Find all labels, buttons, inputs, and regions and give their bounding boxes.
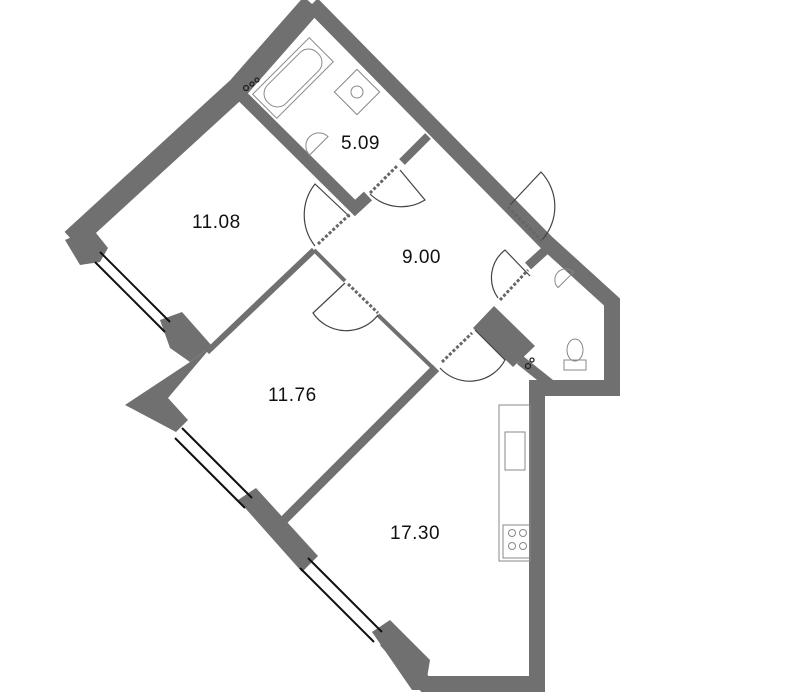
washing-machine-icon bbox=[333, 68, 381, 116]
walls bbox=[64, 0, 620, 692]
door-bedroom-1 bbox=[303, 183, 351, 247]
door-entrance bbox=[509, 171, 556, 241]
kitchen-counter bbox=[498, 404, 531, 562]
kitchen-wall bbox=[280, 364, 440, 524]
door-wc bbox=[490, 249, 531, 299]
door-threshold bbox=[316, 212, 352, 246]
door-threshold bbox=[498, 268, 530, 302]
door-threshold bbox=[506, 205, 545, 244]
window bbox=[174, 437, 246, 509]
doors bbox=[303, 163, 556, 382]
wall-block bbox=[160, 312, 212, 362]
stove-icon bbox=[502, 524, 531, 559]
door-kitchen bbox=[439, 329, 506, 382]
bathroom-wall bbox=[399, 133, 431, 165]
hall-wall bbox=[312, 248, 347, 283]
door-bedroom-2 bbox=[312, 282, 379, 332]
windows bbox=[94, 251, 383, 643]
window bbox=[181, 427, 253, 499]
outer-wall-right bbox=[306, 0, 620, 692]
kitchen-sink-icon bbox=[504, 431, 526, 471]
riser-icon bbox=[242, 77, 535, 370]
bathtub-icon bbox=[251, 36, 335, 120]
window bbox=[99, 251, 171, 323]
door-threshold bbox=[368, 163, 400, 195]
bedroom-1-wall bbox=[204, 247, 317, 355]
room-area-bedroom-1: 11.08 bbox=[192, 212, 241, 233]
outer-wall-top-left bbox=[64, 0, 321, 249]
room-area-bathroom: 5.09 bbox=[341, 133, 380, 154]
wall-block bbox=[238, 488, 318, 572]
window bbox=[94, 261, 166, 333]
door-threshold bbox=[440, 331, 474, 364]
hall-wall bbox=[376, 313, 435, 370]
window bbox=[299, 567, 375, 643]
wall-block bbox=[372, 620, 430, 690]
door-bathroom bbox=[369, 169, 426, 208]
pillar bbox=[473, 306, 535, 367]
sink-icon bbox=[305, 132, 329, 156]
toilet-icon bbox=[563, 338, 587, 371]
door-threshold bbox=[346, 282, 380, 315]
wc-sink-icon bbox=[554, 268, 575, 289]
fixtures bbox=[242, 36, 587, 562]
window bbox=[307, 557, 383, 633]
room-area-kitchen-living: 17.30 bbox=[390, 523, 441, 544]
wc-wall bbox=[524, 242, 554, 270]
room-area-bedroom-2: 11.76 bbox=[268, 385, 317, 406]
room-area-hallway: 9.00 bbox=[402, 247, 441, 268]
wall-block bbox=[65, 228, 108, 265]
wall-block bbox=[125, 346, 212, 432]
bathroom-wall bbox=[233, 87, 373, 217]
wc-wall bbox=[516, 356, 564, 396]
